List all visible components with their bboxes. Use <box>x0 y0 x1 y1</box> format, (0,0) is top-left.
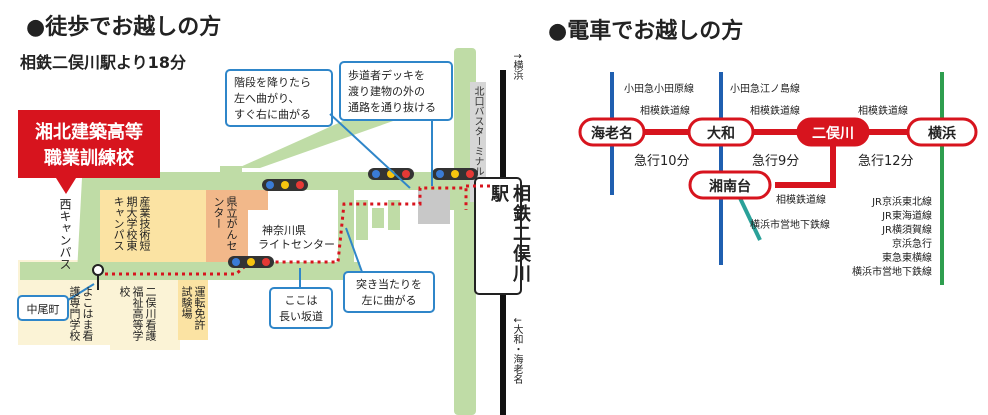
label-arrow-yokohama: ↑横浜 <box>511 52 522 81</box>
callout-deck-line2: 渡り建物の外の <box>348 84 425 98</box>
callout-nakaomachi-pointer <box>67 283 95 301</box>
sangyo-tanki-building <box>100 190 206 262</box>
time-ebina-yamato: 急行10分 <box>634 154 690 169</box>
callout-stairs-line2: 左へ曲がり、 <box>234 91 300 105</box>
kango-fukushi-building <box>110 280 180 350</box>
callout-slope-line1: ここは <box>285 294 318 307</box>
callout-nakaomachi-text: 中尾町 <box>27 303 60 316</box>
yokohama-line-1: JR京浜東北線 <box>871 195 932 208</box>
label-kanagawa-light-2: ライトセンター <box>258 238 335 251</box>
callout-end-line1: 突き当たりを <box>356 277 422 291</box>
station-shonandai-label: 湘南台 <box>709 178 751 195</box>
station-yokohama <box>906 117 978 147</box>
school-banner <box>18 110 160 178</box>
station-name-box <box>474 177 522 295</box>
label-arrow-yamato: ↓大和・海老名 <box>511 316 522 385</box>
label-nishi-campus: 西キャンパス <box>58 198 72 270</box>
callout-stairs <box>225 69 333 127</box>
subway-left-label: 横浜市営地下鉄線 <box>750 218 830 231</box>
subway-line-left <box>738 197 762 241</box>
school-name-line1: 湘北建築高等 <box>35 121 143 143</box>
callout-slope-line2: 長い坂道 <box>279 309 323 323</box>
odakyu-enoshima-label: 小田急江ノ島線 <box>730 82 800 95</box>
callout-end-pointer <box>345 227 363 273</box>
walk-subheading: 相鉄二俣川駅より18分 <box>20 53 186 72</box>
time-yamato-futamatagawa: 急行9分 <box>752 154 799 169</box>
label-kenritsu-gan: 県立がんセンター <box>212 196 238 251</box>
odakyu-odawara-label: 小田急小田原線 <box>624 82 694 95</box>
menkyo-building <box>178 280 208 340</box>
label-station-name: 相鉄二俣川駅 <box>488 184 531 284</box>
callout-stairs-pointer <box>329 113 411 189</box>
label-sangyo-tanki: 産業技術短期大学校東キャンパス <box>112 196 151 251</box>
station-yamato <box>687 117 755 147</box>
callout-end-line2: 左に曲がる <box>362 293 417 307</box>
label-yokohama-kango: よこはま看護専門学校 <box>68 286 94 341</box>
sotetsu-label-3: 相模鉄道線 <box>858 104 908 117</box>
walk-heading: ●徒歩でお越しの方 <box>26 14 221 40</box>
label-unten-menkyo: 運転免許試験場 <box>180 286 206 330</box>
station-building <box>418 190 450 224</box>
label-kita-bus: 北口バスターミナル <box>472 86 483 176</box>
train-heading: ●電車でお越しの方 <box>548 18 743 44</box>
traffic-signal-icon <box>262 179 308 191</box>
sotetsu-label-4: 相模鉄道線 <box>776 193 826 206</box>
station-futamatagawa <box>796 117 870 147</box>
callout-nakaomachi <box>17 295 69 321</box>
school-name-line2: 職業訓練校 <box>44 147 135 169</box>
light-center-building <box>248 210 338 260</box>
school-banner-pointer <box>56 178 76 194</box>
sotetsu-izumino-line <box>775 132 836 188</box>
yokohama-line-3: JR横須賀線 <box>881 223 932 236</box>
sotetsu-label-2: 相模鉄道線 <box>750 104 800 117</box>
traffic-signal-icon <box>228 256 274 268</box>
yokohama-line-4: 京浜急行 <box>892 237 932 250</box>
sotetsu-label-1: 相模鉄道線 <box>640 104 690 117</box>
yokohama-line-5: 東急東横線 <box>882 251 932 264</box>
traffic-signal-icon <box>368 168 414 180</box>
station-futamatagawa-label: 二俣川 <box>812 125 854 142</box>
station-yamato-label: 大和 <box>707 125 735 142</box>
callout-deck-line1: 歩道者デッキを <box>348 68 425 82</box>
station-shonandai <box>688 170 772 200</box>
label-kanagawa-light-1: 神奈川県 <box>262 224 306 237</box>
callout-deck <box>339 61 453 121</box>
walking-route <box>98 186 468 276</box>
station-yokohama-label: 横浜 <box>928 125 956 142</box>
station-ebina <box>578 117 646 147</box>
station-ebina-label: 海老名 <box>591 125 633 142</box>
callout-deck-line3: 通路を通り抜ける <box>348 100 436 114</box>
callout-stairs-line1: 階段を降りたら <box>234 75 311 89</box>
callout-stairs-line3: すぐ右に曲がる <box>234 107 311 121</box>
time-futamatagawa-yokohama: 急行12分 <box>858 154 914 169</box>
traffic-signal-icon <box>432 168 478 180</box>
callout-end <box>343 271 435 313</box>
yokohama-line-2: JR東海道線 <box>881 209 932 222</box>
yokohama-lines-list: JR京浜東北線 JR東海道線 JR横須賀線 京浜急行 東急東横線 横浜市営地下鉄… <box>852 195 932 278</box>
destination-marker-icon <box>92 264 104 276</box>
label-futamatagawa-kango: 二俣川看護福祉高等学校 <box>118 286 157 341</box>
yokohama-line-6: 横浜市営地下鉄線 <box>852 265 932 278</box>
